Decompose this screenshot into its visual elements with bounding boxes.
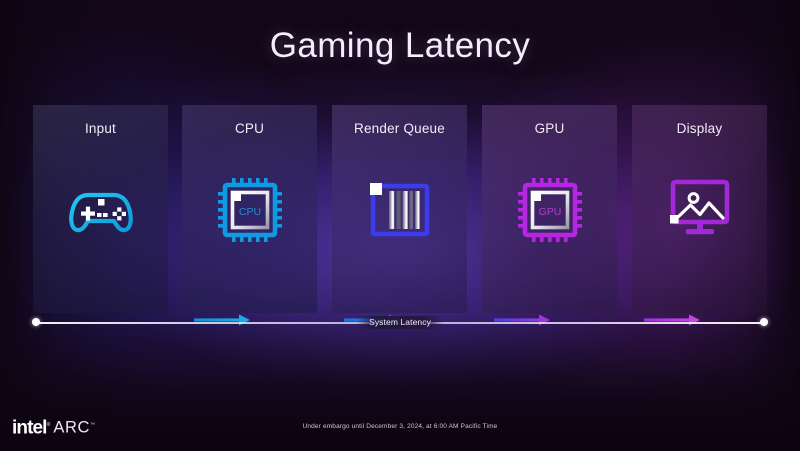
panel-background (632, 105, 767, 313)
stage-label-cpu: CPU (234, 121, 265, 136)
gpu-chip-icon: GPU (482, 167, 617, 253)
intel-arc-logo: intel® ARC™ (12, 416, 96, 438)
panel-background (482, 105, 617, 313)
latency-label: System Latency (369, 317, 431, 327)
latency-end-endpoint (760, 318, 768, 326)
render-queue-icon (332, 167, 467, 253)
system-latency-measure: System Latency (32, 316, 768, 330)
cpu-chip-icon: CPU (182, 167, 317, 253)
pipeline-stage-render-queue[interactable]: Render Queue (332, 105, 467, 313)
latency-pipeline-diagram: Input (33, 105, 767, 326)
pipeline-stage-input[interactable]: Input (33, 105, 168, 313)
panel-background (182, 105, 317, 313)
stage-label-input: Input (84, 121, 117, 136)
stage-label-display: Display (676, 121, 723, 136)
panel-background (33, 105, 168, 313)
pipeline-stage-gpu[interactable]: GPU (482, 105, 617, 313)
cpu-chip-text: CPU (238, 206, 260, 218)
gpu-chip-text: GPU (538, 206, 561, 218)
stage-label-render-queue: Render Queue (354, 121, 445, 136)
arc-wordmark: ARC™ (53, 418, 96, 436)
intel-wordmark: intel® (12, 417, 51, 438)
latency-label-backdrop (357, 316, 443, 329)
latency-start-endpoint (32, 318, 40, 326)
pipeline-stage-display[interactable]: Display (632, 105, 767, 313)
embargo-notice: Under embargo until December 3, 2024, at… (302, 423, 498, 430)
footer: intel® ARC™ Under embargo until December… (0, 391, 800, 451)
stage-label-gpu: GPU (534, 121, 565, 136)
intel-trademark-symbol: ® (46, 421, 51, 428)
gamepad-icon (33, 167, 168, 253)
arc-trademark-symbol: ™ (90, 421, 96, 428)
pipeline-stage-cpu[interactable]: CPU (182, 105, 317, 313)
display-monitor-icon (632, 167, 767, 253)
slide-title: Gaming Latency (269, 26, 531, 65)
